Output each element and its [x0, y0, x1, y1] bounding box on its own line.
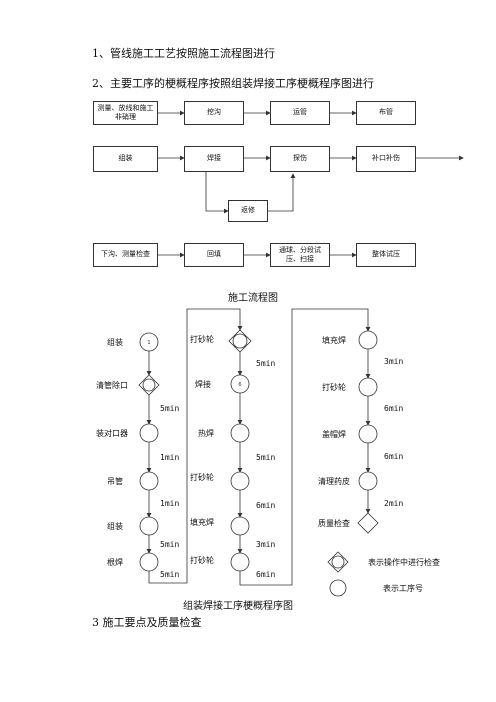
flow-box-lay: 布管 — [356, 101, 416, 125]
heading-1: 1、管线施工工艺按照施工流程图进行 — [92, 47, 275, 60]
process-step-node — [139, 332, 159, 352]
process-step-node — [358, 330, 378, 350]
flow-box-trench: 挖沟 — [184, 101, 244, 125]
process-step-node — [230, 471, 250, 491]
process-step-node — [358, 424, 378, 444]
flow-box-backfill: 回填 — [184, 243, 244, 267]
node-label: 打砂轮 — [190, 473, 214, 482]
heading-2: 2、主要工序的梗概程序按照组装焊接工序梗概程序图进行 — [92, 77, 374, 90]
flow-box-patch: 补口补伤 — [356, 146, 416, 172]
process-chart-title: 组装焊接工序梗概程序图 — [183, 601, 293, 612]
legend-check-icon-inner — [331, 555, 345, 569]
node-label: 焊接 — [195, 380, 211, 389]
flow-box-inspect: 探伤 — [270, 146, 330, 172]
legend-step-icon — [329, 579, 347, 597]
duration-label: 1min — [160, 499, 180, 508]
node-label: 打砂轮 — [190, 556, 214, 565]
node-label: 组装 — [107, 338, 123, 347]
duration-label: 3min — [256, 540, 276, 549]
duration-label: 6min — [256, 501, 276, 510]
node-label: 热焊 — [198, 429, 214, 438]
legend-check-label: 表示操作中进行检查 — [368, 558, 440, 567]
duration-label: 6min — [256, 570, 276, 579]
duration-label: 6min — [384, 452, 404, 461]
process-step-node — [230, 423, 250, 443]
node-label: 打砂轮 — [322, 383, 346, 392]
node-label: 清管除口 — [96, 381, 128, 390]
process-step-node — [139, 552, 159, 572]
duration-label: 3min — [384, 357, 404, 366]
flow-box-survey: 测量、放线和施工非硝理 — [93, 101, 158, 125]
process-step-node — [230, 516, 250, 536]
flow-box-transport: 运管 — [270, 101, 330, 125]
node-label: 装对口器 — [96, 429, 128, 438]
flow-box-lower: 下沟、测量检查 — [93, 243, 158, 267]
flow-box-repair: 返修 — [228, 200, 268, 222]
heading-3: 3 施工要点及质量检查 — [92, 616, 202, 629]
process-step-node — [139, 423, 159, 443]
duration-label: 5min — [160, 570, 180, 579]
flow-box-pressure: 整体试压 — [356, 243, 416, 267]
duration-label: 2min — [384, 499, 404, 508]
duration-label: 5min — [256, 359, 276, 368]
flow-box-pigging: 通球、分段试压、扫接 — [270, 243, 330, 267]
node-label: 填充焊 — [190, 518, 214, 527]
flow-chart-title: 施工流程图 — [228, 293, 278, 304]
process-step-node — [358, 471, 378, 491]
node-label: 质量检查 — [318, 519, 350, 528]
process-step-node — [232, 333, 248, 349]
process-step-node — [358, 377, 378, 397]
process-step-node — [139, 516, 159, 536]
step-number: 1 — [147, 340, 150, 346]
node-label: 吊管 — [107, 477, 123, 486]
node-label: 填充焊 — [322, 336, 346, 345]
flow-box-weld: 焊接 — [184, 146, 244, 172]
process-step-node — [230, 374, 250, 394]
duration-label: 5min — [256, 453, 276, 462]
node-label: 盖帽焊 — [322, 430, 346, 439]
duration-label: 1min — [160, 453, 180, 462]
duration-label: 6min — [384, 404, 404, 413]
duration-label: 5min — [160, 404, 180, 413]
node-label: 根焊 — [107, 558, 123, 567]
process-step-node — [142, 378, 156, 392]
process-step-node — [230, 552, 250, 572]
duration-label: 5min — [160, 540, 180, 549]
flow-box-assemble: 组装 — [93, 146, 158, 172]
process-step-node — [139, 471, 159, 491]
node-label: 组装 — [107, 522, 123, 531]
legend-step-label: 表示工序号 — [383, 584, 423, 593]
node-label: 清理药皮 — [318, 477, 350, 486]
step-number: 6 — [238, 382, 241, 388]
node-label: 打砂轮 — [190, 335, 214, 344]
quality-check-node — [357, 512, 379, 534]
